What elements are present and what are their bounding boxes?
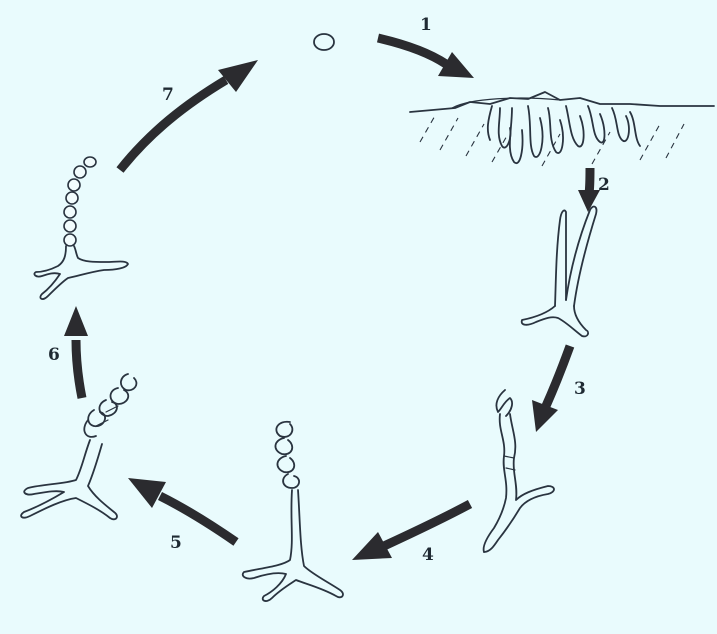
- step-label-5: 5: [170, 533, 182, 553]
- step-label-3: 3: [574, 379, 586, 399]
- arrow-6: [64, 306, 88, 398]
- substrate-colony: [410, 92, 714, 166]
- step-label-2: 2: [598, 175, 610, 195]
- step-label-6: 6: [48, 345, 60, 365]
- spore-chain: [34, 157, 128, 299]
- arrow-1: [378, 38, 474, 78]
- arrow-3: [532, 346, 570, 432]
- arrow-2: [578, 168, 600, 212]
- arrow-7: [120, 60, 258, 170]
- arrow-5: [128, 478, 236, 542]
- spore: [314, 34, 334, 50]
- arrow-4: [352, 504, 470, 560]
- hypha-stage-4: [243, 422, 343, 601]
- hypha-stage-2: [522, 207, 597, 337]
- step-label-7: 7: [162, 85, 174, 105]
- step-label-4: 4: [422, 545, 434, 565]
- step-label-1: 1: [420, 15, 432, 35]
